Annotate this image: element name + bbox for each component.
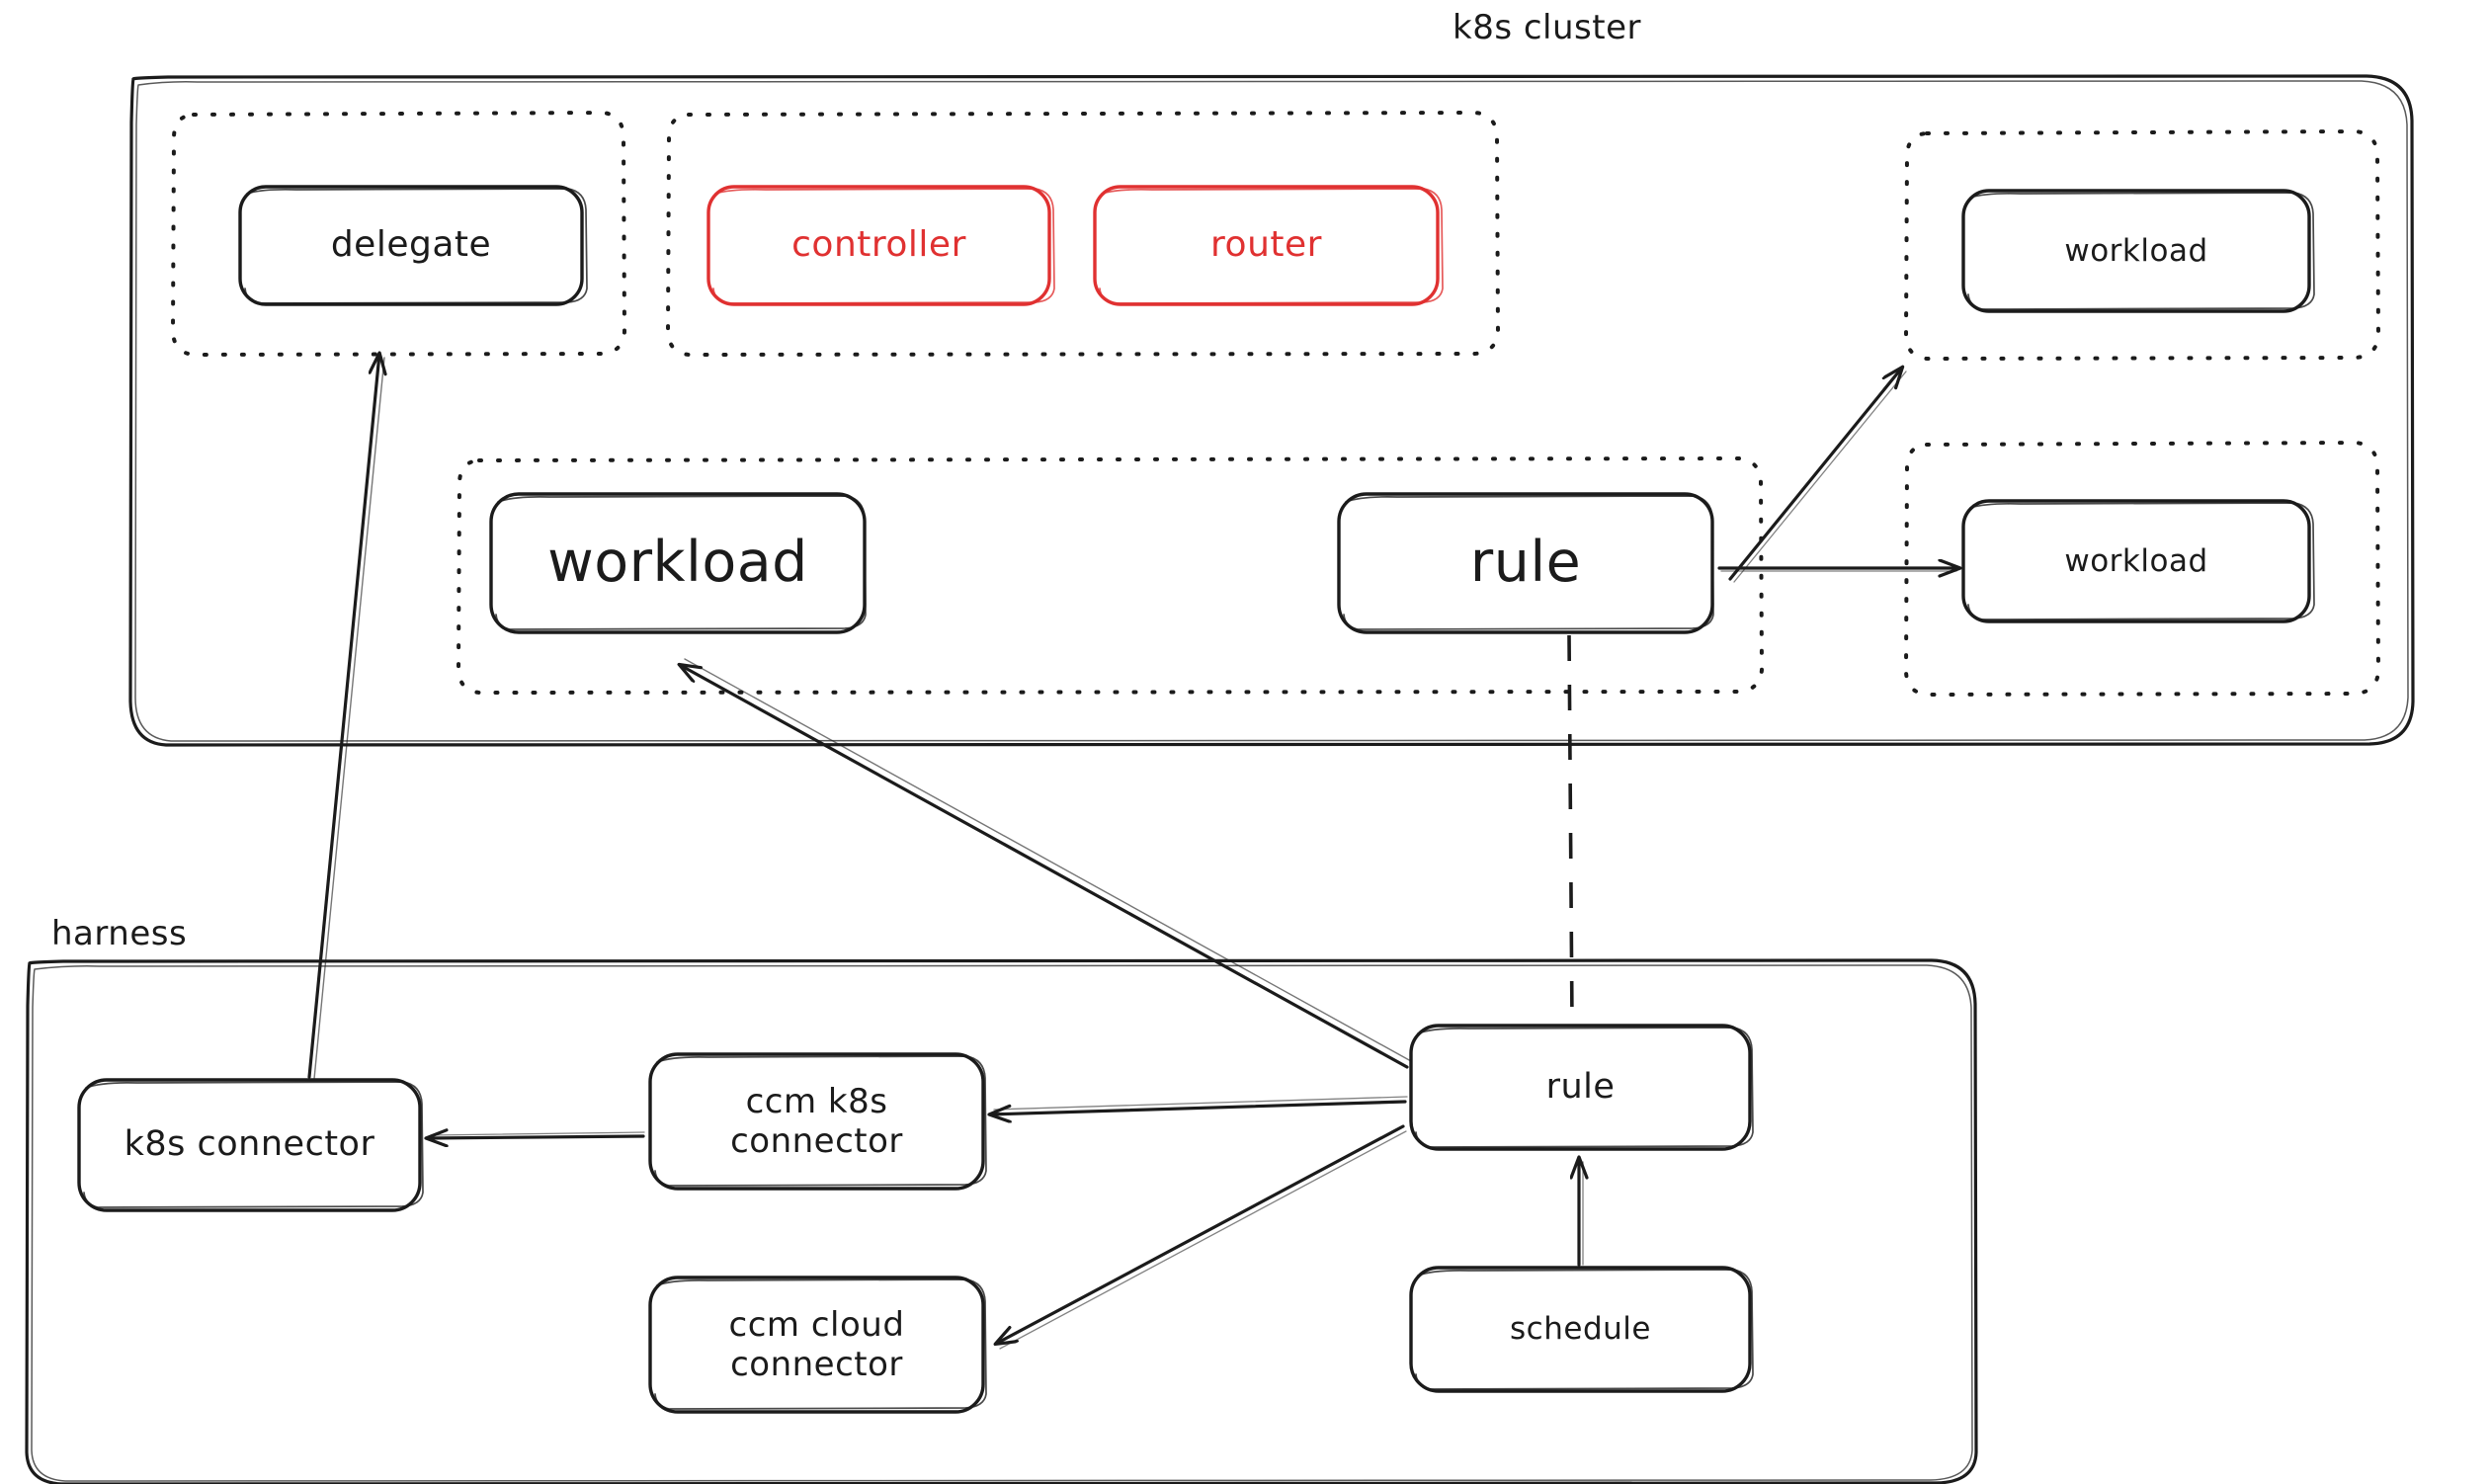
node-workload-top-right-box[interactable]: [1961, 189, 2315, 313]
group-delegate-border: [170, 110, 627, 358]
edge-ruleharness-to-workloadmid: [680, 658, 1412, 1069]
harness-container: [25, 958, 1978, 1484]
delegate-node[interactable]: [240, 187, 582, 304]
edge-rulecluster-to-workloadbottomright: [1717, 568, 1959, 571]
node-workload-mid-box[interactable]: [489, 492, 867, 634]
workload-bottom-right-node[interactable]: [1963, 501, 2309, 621]
ccm-cloud-connector-node[interactable]: [650, 1278, 983, 1412]
node-delegate-box[interactable]: [238, 185, 588, 306]
node-controller-box[interactable]: [706, 185, 1055, 306]
ccm-k8s-connector-node[interactable]: [650, 1054, 983, 1189]
edge-k8sconnector-to-delegate: [307, 354, 384, 1080]
group-workload-mid-border: [456, 455, 1765, 696]
node-router-box[interactable]: [1093, 185, 1444, 306]
node-rule-harness-box[interactable]: [1409, 1024, 1754, 1151]
workload-top-right-node[interactable]: [1963, 191, 2309, 311]
schedule-node[interactable]: [1411, 1268, 1750, 1391]
edge-ccmk8s-to-k8sconnector: [427, 1132, 645, 1138]
edge-rulecluster-to-ruleharness: [1567, 634, 1574, 1024]
group-workload-top-right-border: [1903, 128, 2381, 362]
node-workload-bottom-right-box[interactable]: [1961, 499, 2315, 623]
node-ccm-k8s-connector-box[interactable]: [648, 1052, 987, 1191]
k8s-cluster-title: k8s cluster: [1453, 8, 1641, 47]
rule-harness-node[interactable]: [1411, 1026, 1750, 1149]
edge-rulecluster-to-workloadtopright: [1728, 368, 1907, 583]
rule-cluster-node[interactable]: [1339, 494, 1712, 632]
edge-schedule-to-ruleharness: [1579, 1158, 1583, 1267]
router-node[interactable]: [1095, 187, 1438, 304]
group-workload-bottom-right-border: [1903, 440, 2381, 698]
node-schedule-box[interactable]: [1409, 1266, 1754, 1393]
node-k8s-connector-box[interactable]: [77, 1078, 424, 1212]
controller-node[interactable]: [708, 187, 1049, 304]
k8s-connector-node[interactable]: [79, 1080, 420, 1210]
k8s-cluster-container: [128, 74, 2415, 747]
node-ccm-cloud-connector-box[interactable]: [648, 1276, 987, 1414]
group-control-plane-border: [665, 110, 1501, 358]
edge-ruleharness-to-ccmcloud: [996, 1124, 1407, 1350]
edge-ruleharness-to-ccmk8s: [990, 1096, 1408, 1114]
workload-mid-node[interactable]: [491, 494, 865, 632]
node-rule-cluster-box[interactable]: [1337, 492, 1714, 634]
harness-title: harness: [51, 914, 188, 953]
